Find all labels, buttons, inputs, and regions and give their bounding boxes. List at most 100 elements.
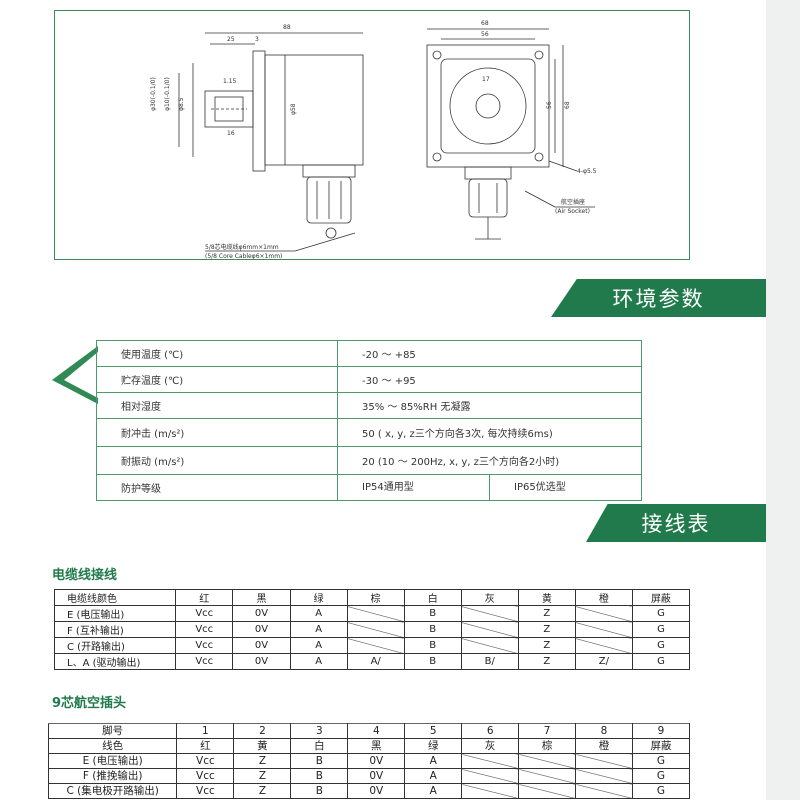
cable-cell-unused <box>346 637 405 654</box>
plug-color-cell: 灰 <box>461 738 520 754</box>
env-row: 使用温度 (℃)-20 ～ +85 <box>96 340 642 367</box>
plug-cell: A <box>404 753 463 769</box>
plug-cell: Vcc <box>176 753 235 769</box>
cable-cell-unused <box>574 637 633 654</box>
env-value: -20 ～ +85 <box>337 340 642 367</box>
plug-cell: B <box>290 783 349 799</box>
env-label: 贮存温度 (℃) <box>96 366 338 393</box>
plug-color-cell: 屏蔽 <box>631 738 691 754</box>
env-value: 50 ( x, y, z三个方向各3次, 每次持续6ms) <box>337 418 642 447</box>
cable-cell: E (电压输出) <box>53 605 177 622</box>
cable-cell: Vcc <box>175 621 234 638</box>
plug-pin-cell: 8 <box>575 723 633 739</box>
cable-header-row: 电缆线颜色红黑绿棕白灰黄橙屏蔽 <box>53 589 691 606</box>
encoder-drawing: 88 25 3 1.15 16 φ30(-0.1/0) φ10(-0.1/0) … <box>150 20 597 260</box>
cable-cell: B <box>403 637 462 654</box>
plug-color-cell: 棕 <box>518 738 577 754</box>
plug-pin-cell: 5 <box>404 723 463 739</box>
cable-cell: L、A (驱动输出) <box>53 653 177 670</box>
cable-cell-unused <box>460 605 519 622</box>
plug-cell-unused <box>575 768 633 784</box>
plug-pin-cell: 9 <box>631 723 691 739</box>
dim-56-side: 56 <box>546 101 553 109</box>
plug-cell: B <box>290 768 349 784</box>
plug-pin-cell: 脚号 <box>47 723 178 739</box>
cable-cell: 0V <box>232 621 291 638</box>
plug-cell: 0V <box>347 768 406 784</box>
env-section-banner: 环境参数 <box>551 279 766 317</box>
cable-header-cell: 黑 <box>232 589 291 606</box>
cable-cell: A <box>289 605 348 622</box>
dim-68-side: 68 <box>564 101 571 109</box>
plug-cell: A <box>404 768 463 784</box>
cable-cell: Vcc <box>175 653 234 670</box>
plug-cell: G <box>631 753 691 769</box>
plug-color-cell: 黑 <box>347 738 406 754</box>
cable-cell: B/ <box>460 653 519 670</box>
plug-color-cell: 橙 <box>575 738 633 754</box>
plug-cell: 0V <box>347 753 406 769</box>
dim-phi10: φ10(-0.1/0) <box>164 77 171 111</box>
env-value: IP54通用型 <box>362 482 414 493</box>
cable-cell: Z <box>517 605 576 622</box>
plug-cell-unused <box>461 768 520 784</box>
plug-color-cell: 黄 <box>233 738 292 754</box>
cable-header-cell: 红 <box>175 589 234 606</box>
cable-cell: G <box>631 637 691 654</box>
cable-cell: B <box>403 653 462 670</box>
cable-cell: G <box>631 605 691 622</box>
env-value: -30 ～ +95 <box>337 366 642 393</box>
env-row: 耐冲击 (m/s²)50 ( x, y, z三个方向各3次, 每次持续6ms) <box>96 418 642 447</box>
plug-cell: B <box>290 753 349 769</box>
cable-cell: Z/ <box>574 653 633 670</box>
socket-note: 航空插座 <box>561 198 585 206</box>
dim-88: 88 <box>283 24 291 31</box>
dim-holes: 4-φ5.5 <box>577 168 597 175</box>
plug-cell-unused <box>518 783 577 799</box>
plug-cell: Vcc <box>176 783 235 799</box>
plug-pin-cell: 4 <box>347 723 406 739</box>
dim-56-top: 56 <box>481 31 489 38</box>
cable-cell: A <box>289 653 348 670</box>
env-label: 防护等级 <box>96 474 338 501</box>
env-value-alt: IP65优选型 <box>489 475 641 500</box>
plug-cell: A <box>404 783 463 799</box>
cable-cell: Z <box>517 621 576 638</box>
cable-cell-unused <box>460 637 519 654</box>
env-label: 相对湿度 <box>96 392 338 419</box>
env-label: 耐振动 (m/s²) <box>96 446 338 475</box>
env-value: 35% ～ 85%RH 无凝露 <box>337 392 642 419</box>
dim-phi30: φ30(-0.1/0) <box>150 77 157 111</box>
cable-header-cell: 白 <box>403 589 462 606</box>
cable-cell: A <box>289 637 348 654</box>
env-value-cell: IP54通用型 IP65优选型 <box>337 474 642 501</box>
plug-cell-unused <box>518 768 577 784</box>
dim-68-top: 68 <box>481 20 489 27</box>
cable-cell: 0V <box>232 637 291 654</box>
cable-cell: Vcc <box>175 605 234 622</box>
cable-header-cell: 橙 <box>574 589 633 606</box>
dim-phi58: φ58 <box>290 103 297 115</box>
plug-cell: 0V <box>347 783 406 799</box>
plug-cell: Z <box>233 753 292 769</box>
plug-color-cell: 红 <box>176 738 235 754</box>
socket-note-en: (Air Socket) <box>555 208 590 215</box>
env-value-split: IP54通用型 IP65优选型 <box>338 475 641 500</box>
plug-pin-cell: 1 <box>176 723 235 739</box>
cable-cell: 0V <box>232 605 291 622</box>
cable-cell: F (互补输出) <box>53 621 177 638</box>
dim-25: 25 <box>227 36 235 43</box>
dim-phi8-5: φ8.5 <box>178 97 185 111</box>
plug-cell-unused <box>575 753 633 769</box>
cable-cell-unused <box>346 621 405 638</box>
plug-cell-unused <box>461 783 520 799</box>
cable-wiring-title: 电缆线接线 <box>52 568 118 583</box>
